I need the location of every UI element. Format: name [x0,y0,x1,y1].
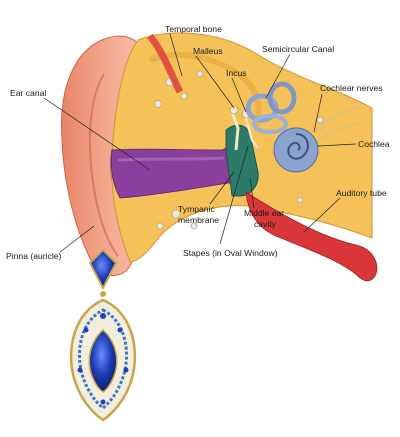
label-auditory-tube: Auditory tube [336,188,387,198]
ear-canal-shape [110,145,237,199]
label-tympanic-membrane-1: Tympanic [178,204,215,214]
label-temporal-bone: Temporal bone [165,24,222,34]
label-tympanic-membrane-2: membrane [178,215,219,225]
inner-ear-shape [245,81,363,173]
label-middle-ear-cavity-2: cavity [254,219,277,229]
label-semicircular-canal: Semicircular Canal [262,44,334,54]
label-ear-canal: Ear canal [10,88,46,98]
label-cochlea: Cochlea [358,139,390,149]
leader-lines [43,33,357,253]
label-incus: Incus [226,68,247,78]
diagram-labels: Temporal bone Malleus Semicircular Canal… [6,24,390,261]
label-cochlear-nerves: Cochlear nerves [320,83,383,93]
earring-illustration [69,248,137,422]
label-stapes: Stapes (in Oval Window) [183,248,278,258]
label-malleus: Malleus [193,46,223,56]
label-pinna: Pinna (auricle) [6,251,62,261]
auditory-tube-shape [245,191,378,282]
label-middle-ear-cavity-1: Middle ear [244,208,284,218]
